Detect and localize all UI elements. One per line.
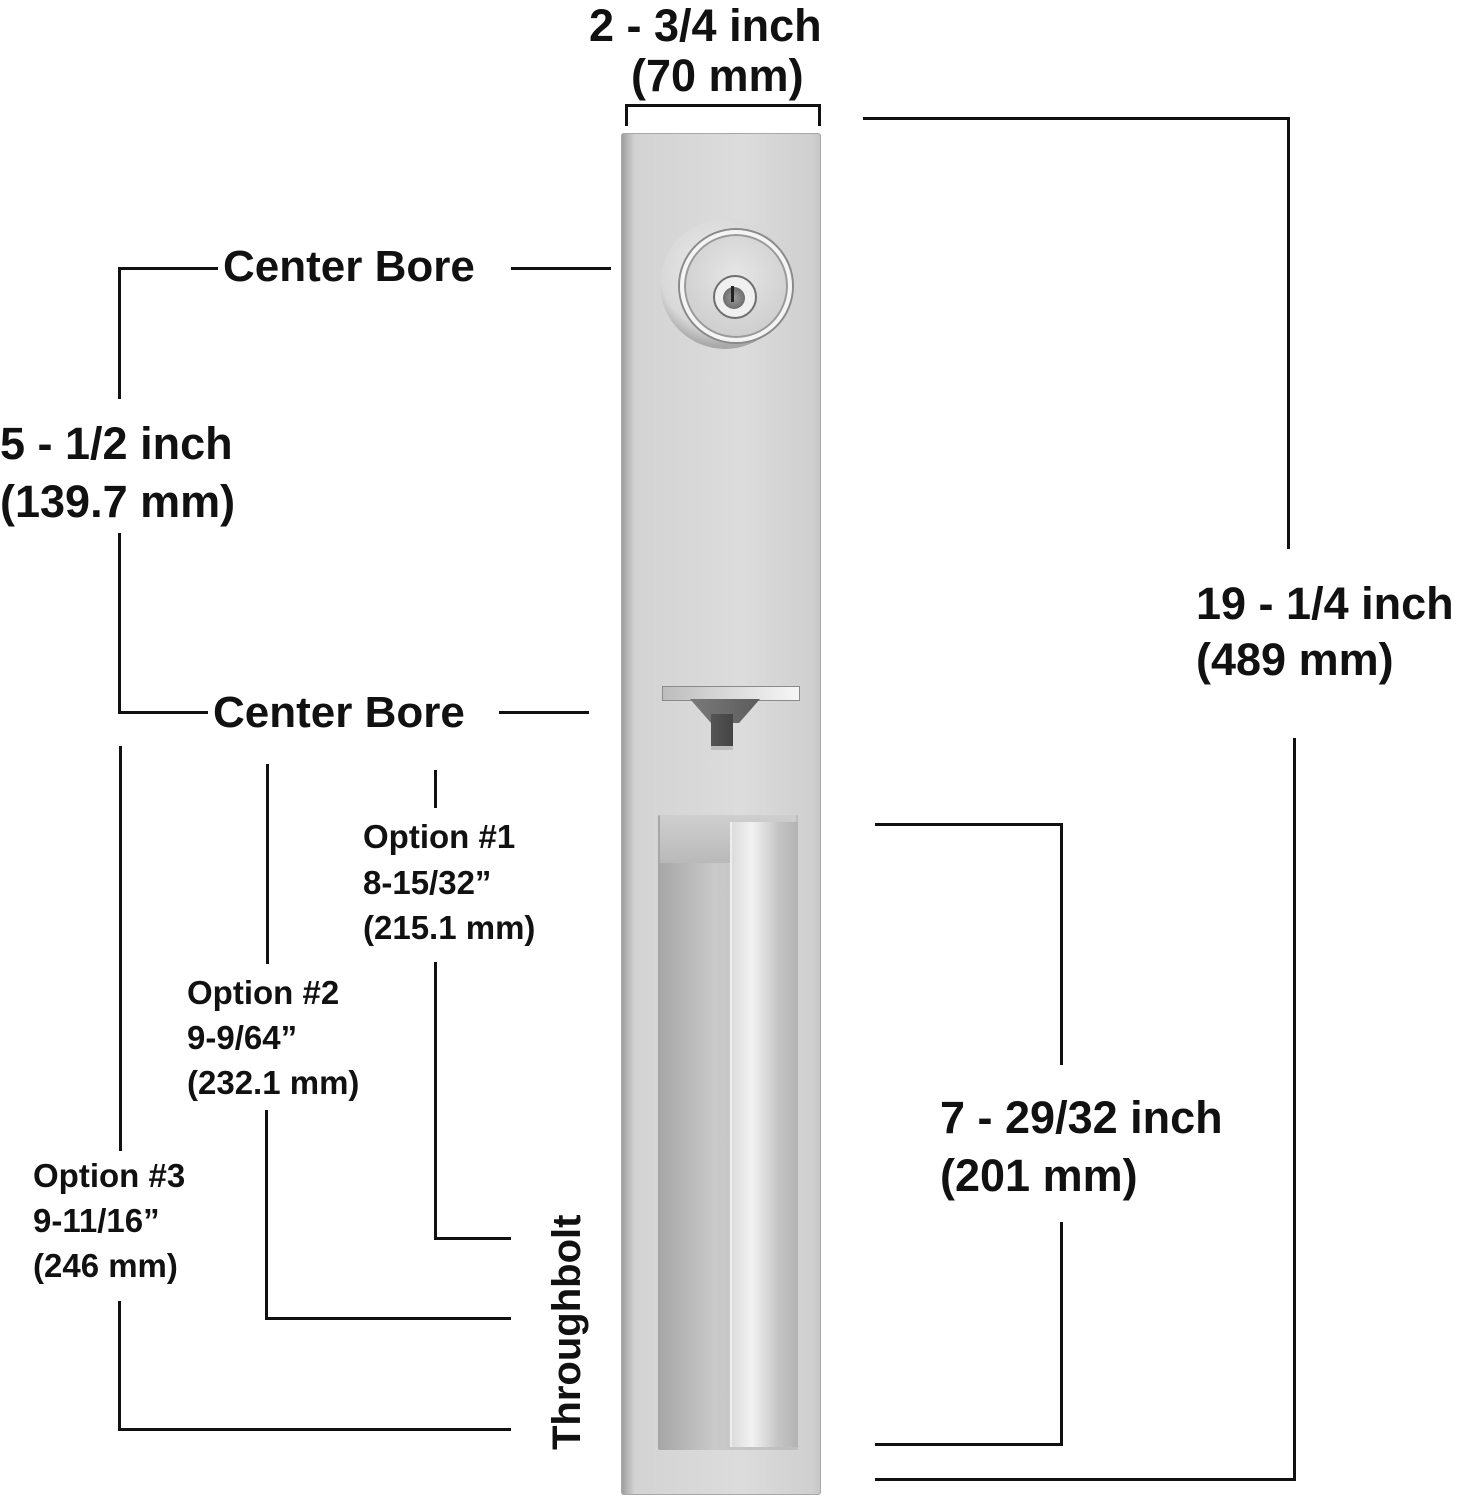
- option1-upper-line: [434, 770, 437, 808]
- throughbolt-label: Throughbolt: [545, 1214, 589, 1450]
- top-width-bracket: [625, 104, 821, 107]
- top-width-bracket-right: [818, 104, 821, 126]
- option3-lower-line: [118, 1301, 121, 1431]
- option2-bottom-line: [265, 1317, 511, 1320]
- handle-length-bottom-line: [875, 1443, 1063, 1446]
- option3-upper-line: [119, 746, 122, 1151]
- option3-title: Option #3: [33, 1157, 186, 1194]
- thumb-latch: [662, 686, 800, 701]
- thumb-latch-stem: [711, 714, 733, 750]
- total-height-mm: (489 mm): [1196, 634, 1394, 685]
- total-height-inch: 19 - 1/4 inch: [1196, 578, 1454, 629]
- deadbolt-ring: [680, 230, 792, 342]
- total-height-lower-vertical: [1293, 738, 1296, 1481]
- total-height-top-line: [863, 117, 1290, 120]
- top-width-inch: 2 - 3/4 inch: [589, 0, 822, 51]
- handle-length-mm: (201 mm): [940, 1150, 1138, 1201]
- bore-spacing-upper-vertical: [118, 267, 121, 399]
- option2-upper-line: [266, 764, 269, 964]
- handle-length-lower-vertical: [1060, 1222, 1063, 1446]
- option3-inch: 9-11/16”: [33, 1202, 160, 1239]
- handle-length-upper-vertical: [1060, 823, 1063, 1065]
- handle-length-inch: 7 - 29/32 inch: [940, 1092, 1223, 1143]
- keyhole-icon: [723, 287, 745, 309]
- upper-bore-left-line: [118, 267, 218, 270]
- total-height-bottom-line: [875, 1478, 1296, 1481]
- bore-spacing-mm: (139.7 mm): [0, 476, 236, 527]
- lower-bore-left-line: [118, 711, 208, 714]
- option1-lower-line: [434, 962, 437, 1240]
- option2-title: Option #2: [187, 974, 340, 1011]
- option1-title: Option #1: [363, 818, 516, 855]
- total-height-upper-vertical: [1287, 117, 1290, 549]
- top-width-bracket-left: [625, 104, 628, 126]
- upper-bore-right-line: [511, 267, 611, 270]
- bore-spacing-lower-vertical: [118, 533, 121, 714]
- option2-mm: (232.1 mm): [187, 1064, 360, 1101]
- lower-bore-right-line: [499, 711, 589, 714]
- top-width-mm: (70 mm): [631, 50, 804, 101]
- bore-spacing-inch: 5 - 1/2 inch: [0, 418, 233, 469]
- handle-length-top-line: [875, 823, 1063, 826]
- key-slot: [731, 286, 734, 302]
- center-bore-lower-label: Center Bore: [213, 688, 465, 737]
- option2-inch: 9-9/64”: [187, 1019, 298, 1056]
- center-bore-upper-label: Center Bore: [223, 242, 475, 291]
- option3-mm: (246 mm): [33, 1247, 178, 1284]
- option3-bottom-line: [118, 1428, 511, 1431]
- handle-grip: [730, 822, 798, 1447]
- option1-mm: (215.1 mm): [363, 909, 536, 946]
- option2-lower-line: [265, 1110, 268, 1320]
- option1-bottom-line: [434, 1237, 511, 1240]
- option1-inch: 8-15/32”: [363, 864, 492, 901]
